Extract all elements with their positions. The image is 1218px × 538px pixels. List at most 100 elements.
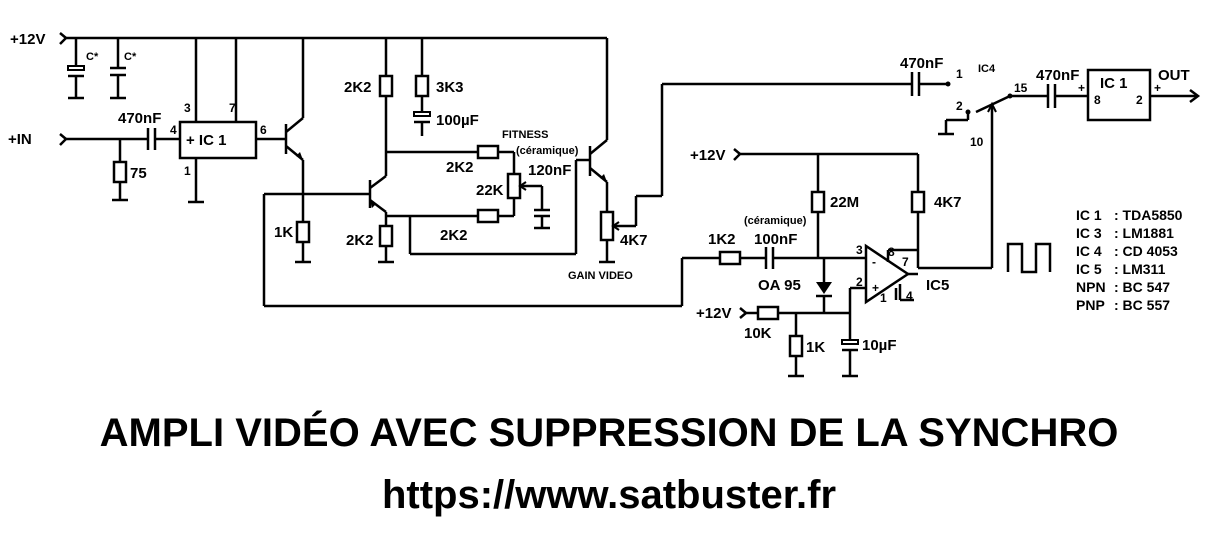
ic5-pin-4: 4: [906, 289, 913, 303]
r3k3-cap100u: 3K3 100µF: [413, 38, 479, 136]
ic1-pin-7: 7: [229, 101, 236, 115]
r-2k2-mid2: [476, 208, 500, 224]
transistor-2: 2K2 2K2: [303, 38, 394, 264]
r-75-label: 75: [130, 165, 147, 182]
cap-470n-ic4-label: 470nF: [900, 55, 943, 72]
top-rail-label: +12V: [10, 31, 45, 48]
ic5-pin-2: 2: [856, 275, 863, 289]
comparator-input: 1K2 (céramique) 100nF OA 95: [708, 215, 866, 314]
r-2k2-emitter: [378, 224, 394, 248]
ic5-pin-3: 3: [856, 243, 863, 257]
r-2k2-mid1-label: 2K2: [446, 159, 474, 176]
ic1-input-amp: + IC 1 3 7 4 6 1: [170, 38, 286, 204]
ic5-pin-8: 8: [888, 245, 895, 259]
legend-part: : BC 557: [1114, 297, 1170, 313]
r-1k-label: 1K: [274, 224, 293, 241]
transistor-1: 1K: [274, 38, 311, 264]
pot-4k7-label: 4K7: [620, 232, 648, 249]
ceramique-1-label: (céramique): [516, 145, 579, 157]
ic4-switch: 2 15 10: [938, 81, 1048, 268]
ic4-pin-10: 10: [970, 135, 984, 149]
input-stage: +IN 470nF 75: [8, 110, 180, 202]
cap-100u-label: 100µF: [436, 112, 479, 129]
pot-22k-label: 22K: [476, 182, 504, 199]
r-75: [112, 160, 128, 184]
legend-ref: IC 4: [1076, 243, 1102, 259]
fitness-label: FITNESS: [502, 129, 548, 141]
r-10k: [756, 305, 780, 321]
feedback-loop: [262, 192, 720, 308]
legend-part: : CD 4053: [1114, 243, 1178, 259]
decoupling-cap-1: C*: [67, 38, 99, 100]
legend-part: : LM311: [1114, 261, 1166, 277]
legend-part: : LM1881: [1114, 225, 1174, 241]
r-10k-label: 10K: [744, 325, 772, 342]
fitness-network: 2K2 2K2 22K FITNESS (céramique) 120nF: [386, 129, 579, 244]
r-1k: [295, 220, 311, 244]
comparator-rail-label: +12V: [690, 147, 725, 164]
ic1-out-pin-8: 8: [1094, 93, 1101, 107]
ceramique-2-label: (céramique): [744, 215, 807, 227]
decoupling-cap-2: C*: [110, 38, 137, 100]
ic5-pin-1: 1: [880, 291, 887, 305]
c-star-2-label: C*: [124, 51, 137, 63]
r-2k2-top: [378, 74, 394, 98]
cap-100n-label: 100nF: [754, 231, 797, 248]
r-3k3: [414, 74, 430, 98]
ic1-pin-1: 1: [184, 164, 191, 178]
cap-10u-label: 10µF: [862, 337, 897, 354]
r-3k3-label: 3K3: [436, 79, 464, 96]
legend-ref: IC 3: [1076, 225, 1102, 241]
output-label: OUT: [1158, 67, 1190, 84]
diode-label: OA 95: [758, 277, 801, 294]
ic1-out-pin-2: 2: [1136, 93, 1143, 107]
r-1k2-label: 1K2: [708, 231, 736, 248]
ic5-minus: -: [872, 255, 876, 269]
legend-ref: NPN: [1076, 279, 1106, 295]
input-label: +IN: [8, 131, 32, 148]
ic5-label: IC5: [926, 277, 949, 294]
ic1-out-plus-out: +: [1154, 81, 1161, 95]
ic1-pin-6: 6: [260, 123, 267, 137]
cap-120n-label: 120nF: [528, 162, 571, 179]
legend-part: : BC 547: [1114, 279, 1170, 295]
r-1k-bias-label: 1K: [806, 339, 825, 356]
legend-ref: PNP: [1076, 297, 1105, 313]
ic4-label: IC4: [978, 63, 996, 75]
ic1-pin-3: 3: [184, 101, 191, 115]
ic1-in-label: + IC 1: [186, 132, 226, 149]
r-2k2-mid1: [476, 144, 500, 160]
r-22m: [810, 190, 826, 214]
ic5-comparator: - + 3 2 8 7 1 4 IC5: [856, 243, 992, 305]
r-2k2-top-label: 2K2: [344, 79, 372, 96]
source-url: https://www.satbuster.fr: [382, 473, 836, 517]
ic5-pin-7: 7: [902, 255, 909, 269]
r-22m-label: 22M: [830, 194, 859, 211]
r-4k7-cmp-label: 4K7: [934, 194, 962, 211]
ic4-pin-15: 15: [1014, 81, 1028, 95]
ic1-out-label: IC 1: [1100, 75, 1128, 92]
bias-rail-label: +12V: [696, 305, 731, 322]
output-stage: 470nF IC 1 8 2 + + OUT: [1036, 67, 1201, 122]
ic4-pin-2: 2: [956, 99, 963, 113]
top-supply-rail: +12V: [10, 31, 607, 48]
r-1k2: [718, 250, 742, 266]
ic1-out-plus-in: +: [1078, 81, 1085, 95]
legend-ref: IC 5: [1076, 261, 1102, 277]
ic1-output-box: [1086, 68, 1152, 122]
r-1k-bias: [788, 334, 804, 358]
ic5-plus: +: [872, 281, 879, 295]
bias-network: +12V 10K 1K 10µF: [696, 286, 897, 378]
square-wave-icon: [1006, 242, 1052, 274]
page-title: AMPLI VIDÉO AVEC SUPPRESSION DE LA SYNCH…: [100, 410, 1119, 455]
r-4k7-cmp: [910, 190, 926, 214]
ic4-input-cap: 470nF 1 IC4: [900, 55, 996, 96]
t3-base-wire: [408, 158, 590, 256]
legend-ref: IC 1: [1076, 207, 1102, 223]
c-star-1-label: C*: [86, 51, 99, 63]
input-cap-label: 470nF: [118, 110, 161, 127]
r-2k2-emitter-label: 2K2: [346, 232, 374, 249]
transistor-3: 4K7 GAIN VIDEO: [568, 38, 912, 282]
